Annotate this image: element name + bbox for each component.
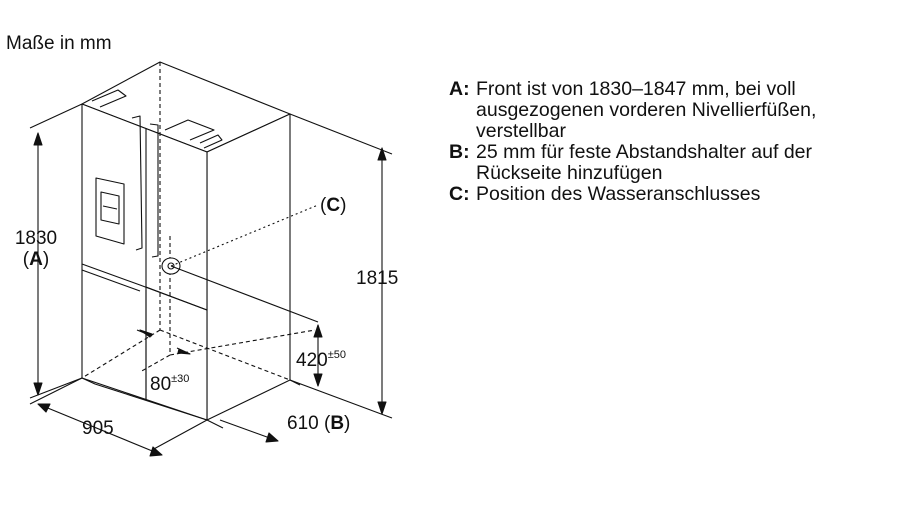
legend-text: 25 mm für feste Abstandshalter auf der R… [476, 141, 813, 184]
legend-text: Front ist von 1830–1847 mm, bei voll aus… [476, 78, 817, 142]
legend: A: Front ist von 1830–1847 mm, bei voll … [449, 79, 816, 205]
dim-label-connection-side: 80±30 [150, 373, 190, 395]
dim-label-width: 905 [82, 418, 114, 439]
dim-line-height-rear [289, 113, 393, 419]
dim-value: 1830 [14, 228, 58, 249]
water-connection-marker [161, 204, 319, 323]
dim-label-height-rear: 1815 [356, 268, 399, 289]
dim-line-height-front [29, 103, 83, 399]
dim-label-depth: 610 (B) [287, 413, 351, 434]
dim-line-depth [206, 379, 301, 443]
units-title: Maße in mm [6, 33, 112, 54]
legend-item-b: B: 25 mm für feste Abstandshalter auf de… [449, 142, 816, 184]
legend-item-a: A: Front ist von 1830–1847 mm, bei voll … [449, 79, 816, 142]
legend-key: C: [449, 183, 470, 205]
dim-label-height-front: 1830 (A) [8, 228, 64, 270]
dim-label-connection-height: 420±50 [296, 349, 346, 371]
connection-marker-label: (C) [320, 195, 347, 216]
cabinet-outline [81, 61, 291, 421]
dim-line-connection-height [313, 324, 323, 387]
legend-item-c: C: Position des Wasseranschlusses [449, 184, 816, 205]
hidden-edges [81, 62, 316, 381]
dim-line-width [29, 377, 208, 457]
dim-line-connection-side [136, 329, 191, 355]
legend-key: B: [449, 141, 470, 163]
legend-text: Position des Wasseranschlusses [476, 183, 761, 205]
legend-key: A: [449, 78, 470, 100]
dim-key: (A) [22, 249, 50, 270]
